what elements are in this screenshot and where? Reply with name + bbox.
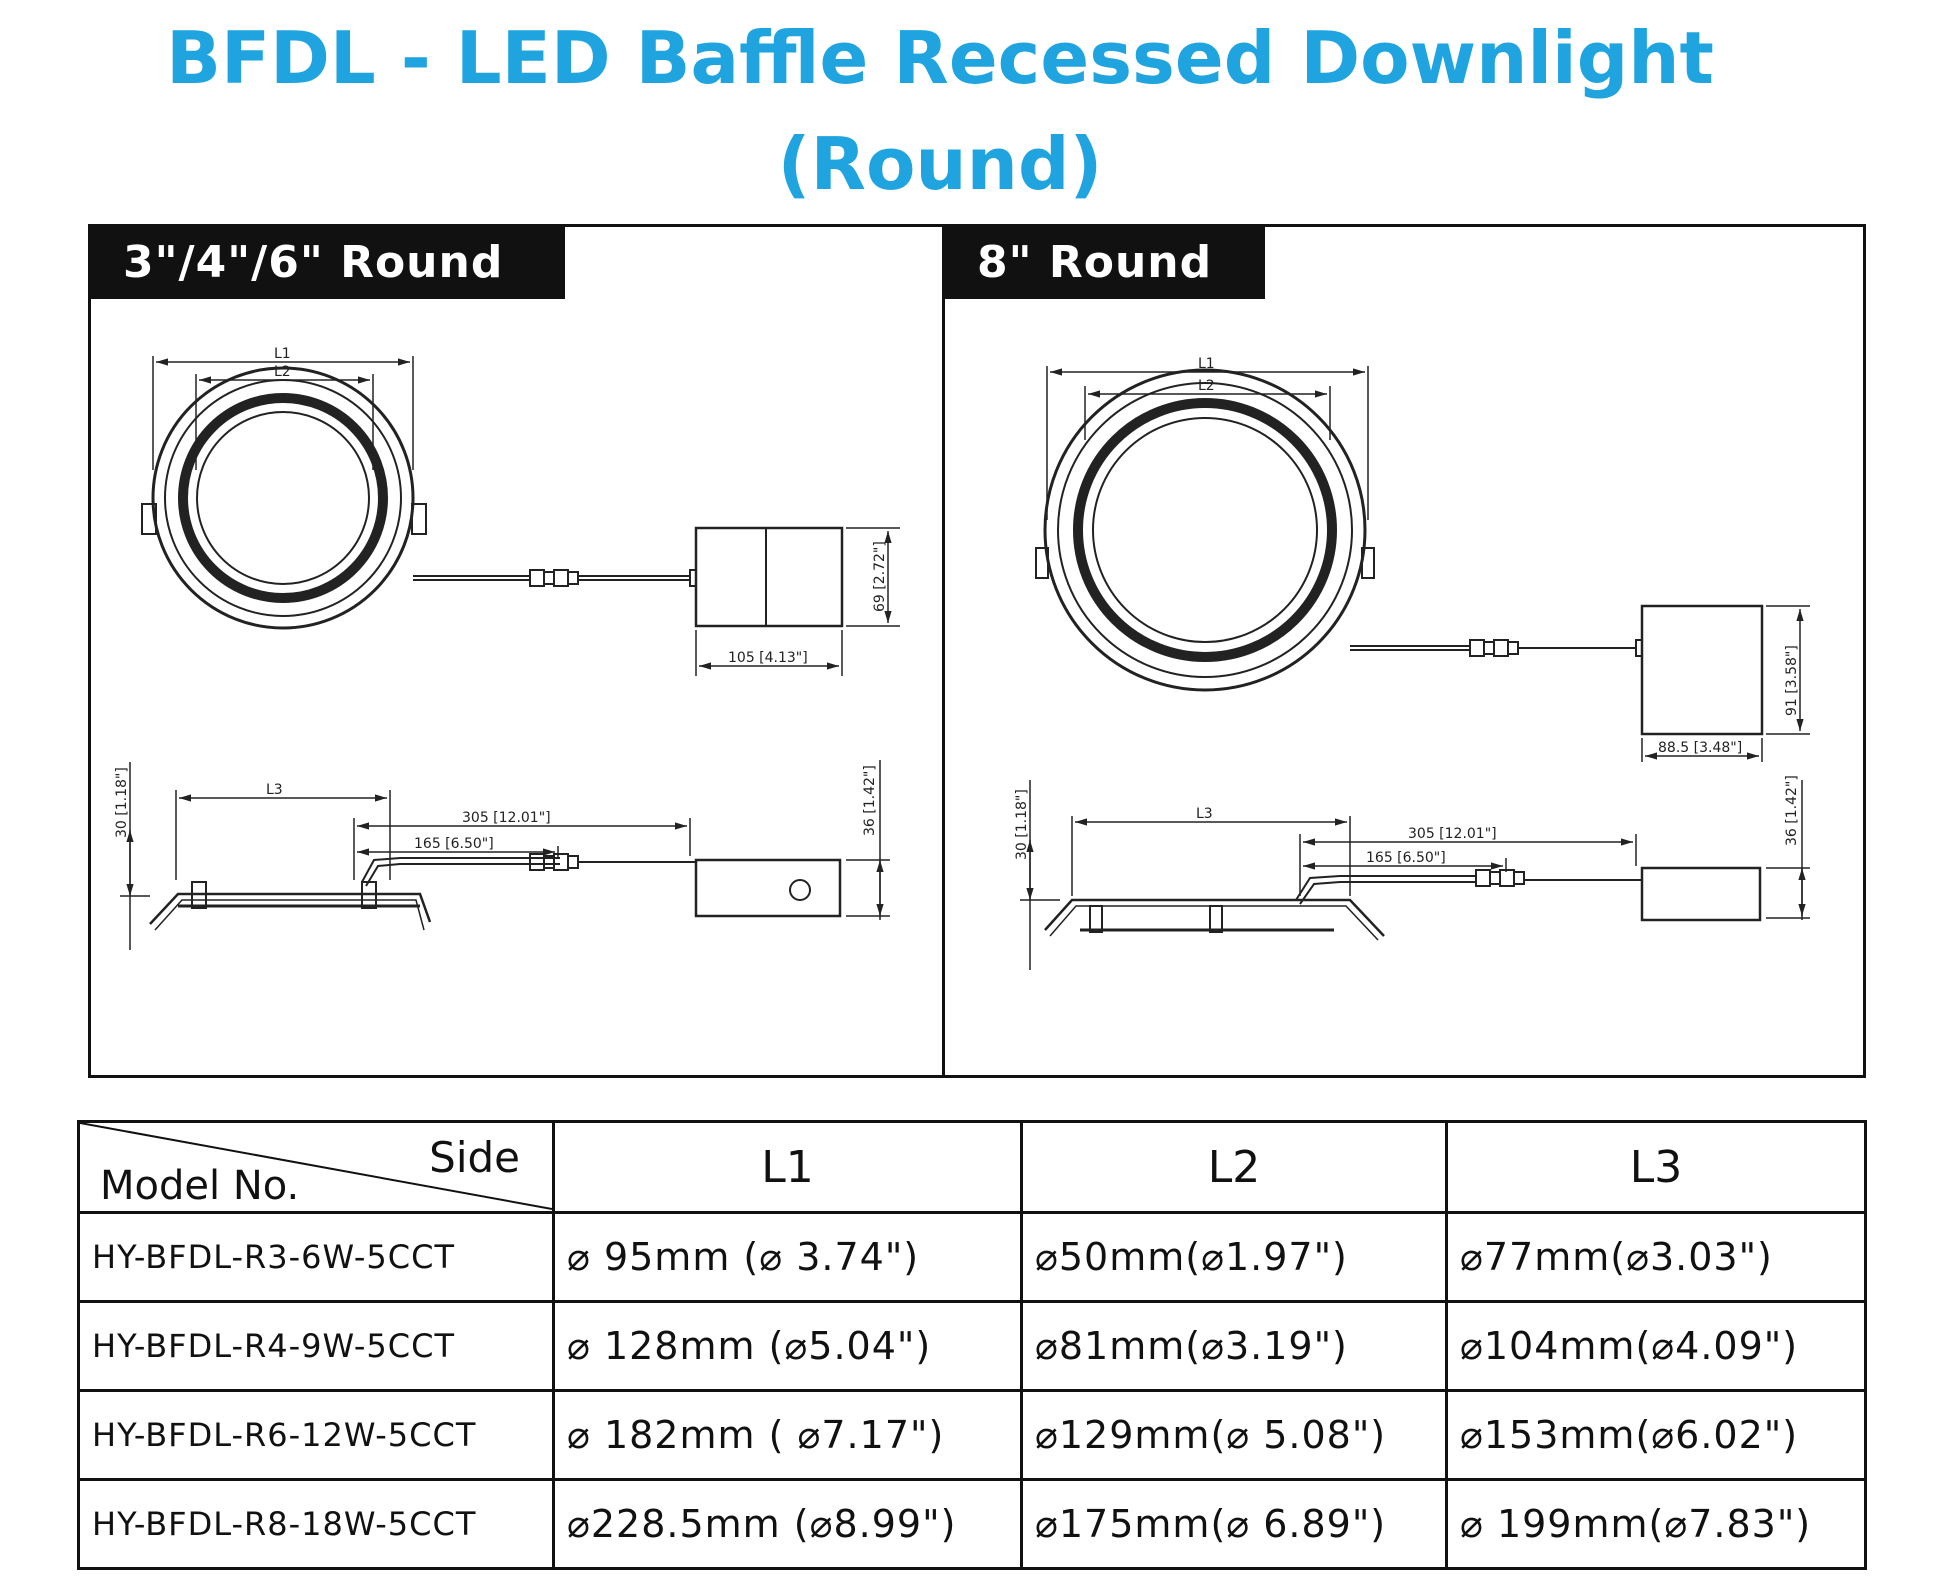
dim-cable-short: 165 [6.50"]: [414, 836, 494, 852]
corner-diagonal: [82, 1124, 551, 1210]
model-cell: HY-BFDL-R6-12W-5CCT: [77, 1389, 555, 1481]
l3-cell: ⌀ 199mm(⌀7.83"): [1445, 1478, 1867, 1570]
model-cell: HY-BFDL-R3-6W-5CCT: [77, 1211, 555, 1303]
dim-l3-label: L3: [266, 782, 283, 798]
driver-side: [694, 858, 842, 918]
dim-l3-label-8: L3: [1196, 806, 1213, 822]
l3-cell: ⌀77mm(⌀3.03"): [1445, 1211, 1867, 1303]
dim-side-height: 30 [1.18"]: [114, 767, 130, 838]
dim-l1-label: L1: [274, 346, 291, 362]
dim-cable-long-8: 305 [12.01"]: [1408, 826, 1497, 842]
driver-box: [694, 526, 844, 628]
dim-cable-long: 305 [12.01"]: [462, 810, 551, 826]
drawing-frame: [88, 224, 1866, 1078]
panel1-side-view: [120, 760, 890, 950]
corner-side-label: Side: [429, 1133, 520, 1182]
panel2-top-view: [1035, 366, 1810, 762]
table-row: HY-BFDL-R4-9W-5CCT ⌀ 128mm (⌀5.04") ⌀81m…: [77, 1300, 1867, 1392]
l2-cell: ⌀81mm(⌀3.19"): [1020, 1300, 1448, 1392]
dim-l2-label: L2: [274, 364, 291, 380]
fixture-outer-ring: [151, 366, 415, 630]
column-header-l2: L2: [1020, 1120, 1448, 1214]
l2-cell: ⌀50mm(⌀1.97"): [1020, 1211, 1448, 1303]
fixture-baffle-8: [1073, 398, 1337, 662]
panel-tab-8-round: 8" Round: [945, 227, 1265, 299]
l1-cell: ⌀ 182mm ( ⌀7.17"): [552, 1389, 1023, 1481]
column-header-l1: L1: [552, 1120, 1023, 1214]
dim-driver-height: 69 [2.72"]: [872, 541, 888, 612]
spec-table: Side Model No. L1 L2 L3 HY-BFDL-R3-6W-5C…: [77, 1120, 1867, 1570]
dim-driver-width-8: 88.5 [3.48"]: [1658, 740, 1742, 756]
l1-cell: ⌀ 95mm (⌀ 3.74"): [552, 1211, 1023, 1303]
dim-driver-height-8: 91 [3.58"]: [1784, 645, 1800, 716]
column-header-l3: L3: [1445, 1120, 1867, 1214]
dim-driver-width: 105 [4.13"]: [728, 650, 808, 666]
l3-cell: ⌀153mm(⌀6.02"): [1445, 1389, 1867, 1481]
table-header-row: Side Model No. L1 L2 L3: [77, 1120, 1867, 1214]
dim-l1-label-8: L1: [1198, 356, 1215, 372]
dim-side-height-8: 30 [1.18"]: [1014, 789, 1030, 860]
table-row: HY-BFDL-R3-6W-5CCT ⌀ 95mm (⌀ 3.74") ⌀50m…: [77, 1211, 1867, 1303]
dim-l2-label-8: L2: [1198, 378, 1215, 394]
table-row: HY-BFDL-R8-18W-5CCT ⌀228.5mm (⌀8.99") ⌀1…: [77, 1478, 1867, 1570]
dim-driver-side-height: 36 [1.42"]: [862, 765, 878, 836]
model-cell: HY-BFDL-R8-18W-5CCT: [77, 1478, 555, 1570]
l2-cell: ⌀129mm(⌀ 5.08"): [1020, 1389, 1448, 1481]
panel-divider: [942, 224, 945, 1078]
dim-driver-side-height-8: 36 [1.42"]: [1784, 775, 1800, 846]
table-corner-cell: Side Model No.: [77, 1120, 555, 1214]
driver-box-8: [1640, 604, 1764, 736]
page-subtitle: (Round): [777, 122, 1103, 206]
l2-cell: ⌀175mm(⌀ 6.89"): [1020, 1478, 1448, 1570]
model-cell: HY-BFDL-R4-9W-5CCT: [77, 1300, 555, 1392]
panel-tab-small-round: 3"/4"/6" Round: [91, 227, 565, 299]
l3-cell: ⌀104mm(⌀4.09"): [1445, 1300, 1867, 1392]
panel2-side-view: [1020, 780, 1810, 970]
page-title: BFDL - LED Baffle Recessed Downlight: [166, 16, 1714, 100]
dim-cable-short-8: 165 [6.50"]: [1366, 850, 1446, 866]
corner-model-label: Model No.: [100, 1163, 300, 1209]
table-row: HY-BFDL-R6-12W-5CCT ⌀ 182mm ( ⌀7.17") ⌀1…: [77, 1389, 1867, 1481]
fixture-baffle: [178, 393, 388, 603]
technical-drawing: L1 L2 105 [4.13"] 69 [2.72"] L3 305 [12.…: [114, 346, 1810, 970]
l1-cell: ⌀228.5mm (⌀8.99"): [552, 1478, 1023, 1570]
panel1-top-view: [141, 356, 900, 676]
l1-cell: ⌀ 128mm (⌀5.04"): [552, 1300, 1023, 1392]
